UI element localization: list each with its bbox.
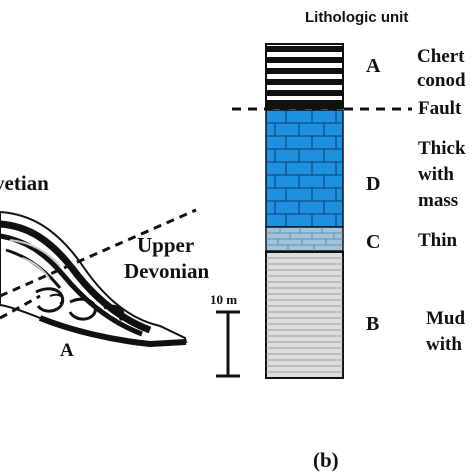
fold-structure bbox=[0, 210, 188, 348]
unit-d-description-line3: mass bbox=[418, 190, 458, 211]
unit-a-description: Chert bbox=[417, 46, 465, 67]
stage-label-devonian: Devonian bbox=[124, 259, 210, 283]
unit-b-description-line2: with bbox=[426, 334, 462, 355]
stage-label-vetian: vetian bbox=[0, 171, 49, 195]
unit-c-thin-beds bbox=[265, 226, 344, 252]
unit-d-description-line2: with bbox=[418, 164, 454, 185]
stage-label-upper: Upper bbox=[137, 233, 194, 257]
unit-d-limestone bbox=[265, 109, 344, 228]
fault-label: Fault bbox=[418, 98, 462, 119]
unit-letter-b: B bbox=[366, 313, 379, 335]
unit-b-mudstone bbox=[265, 251, 344, 379]
unit-letter-a: A bbox=[366, 55, 381, 77]
unit-b-description: Mud bbox=[426, 308, 466, 329]
scale-bar bbox=[216, 310, 240, 378]
scale-label: 10 m bbox=[210, 292, 237, 307]
dashed-contact-upper bbox=[0, 208, 197, 298]
left-panel: vetian Upper Devonian A bbox=[0, 171, 210, 361]
unit-letter-d: D bbox=[366, 173, 380, 195]
panel-caption: (b) bbox=[313, 448, 339, 472]
stratigraphic-column: Lithologic unit bbox=[210, 9, 466, 379]
unit-c-description: Thin bbox=[418, 230, 458, 251]
unit-a-description-line2: conod bbox=[417, 70, 466, 91]
dashed-contact-lower bbox=[0, 294, 41, 320]
column-title: Lithologic unit bbox=[305, 9, 408, 26]
fold-label-a: A bbox=[60, 340, 74, 361]
unit-d-description: Thick bbox=[418, 138, 466, 159]
unit-letter-c: C bbox=[366, 231, 380, 253]
unit-a-chert bbox=[265, 43, 344, 109]
